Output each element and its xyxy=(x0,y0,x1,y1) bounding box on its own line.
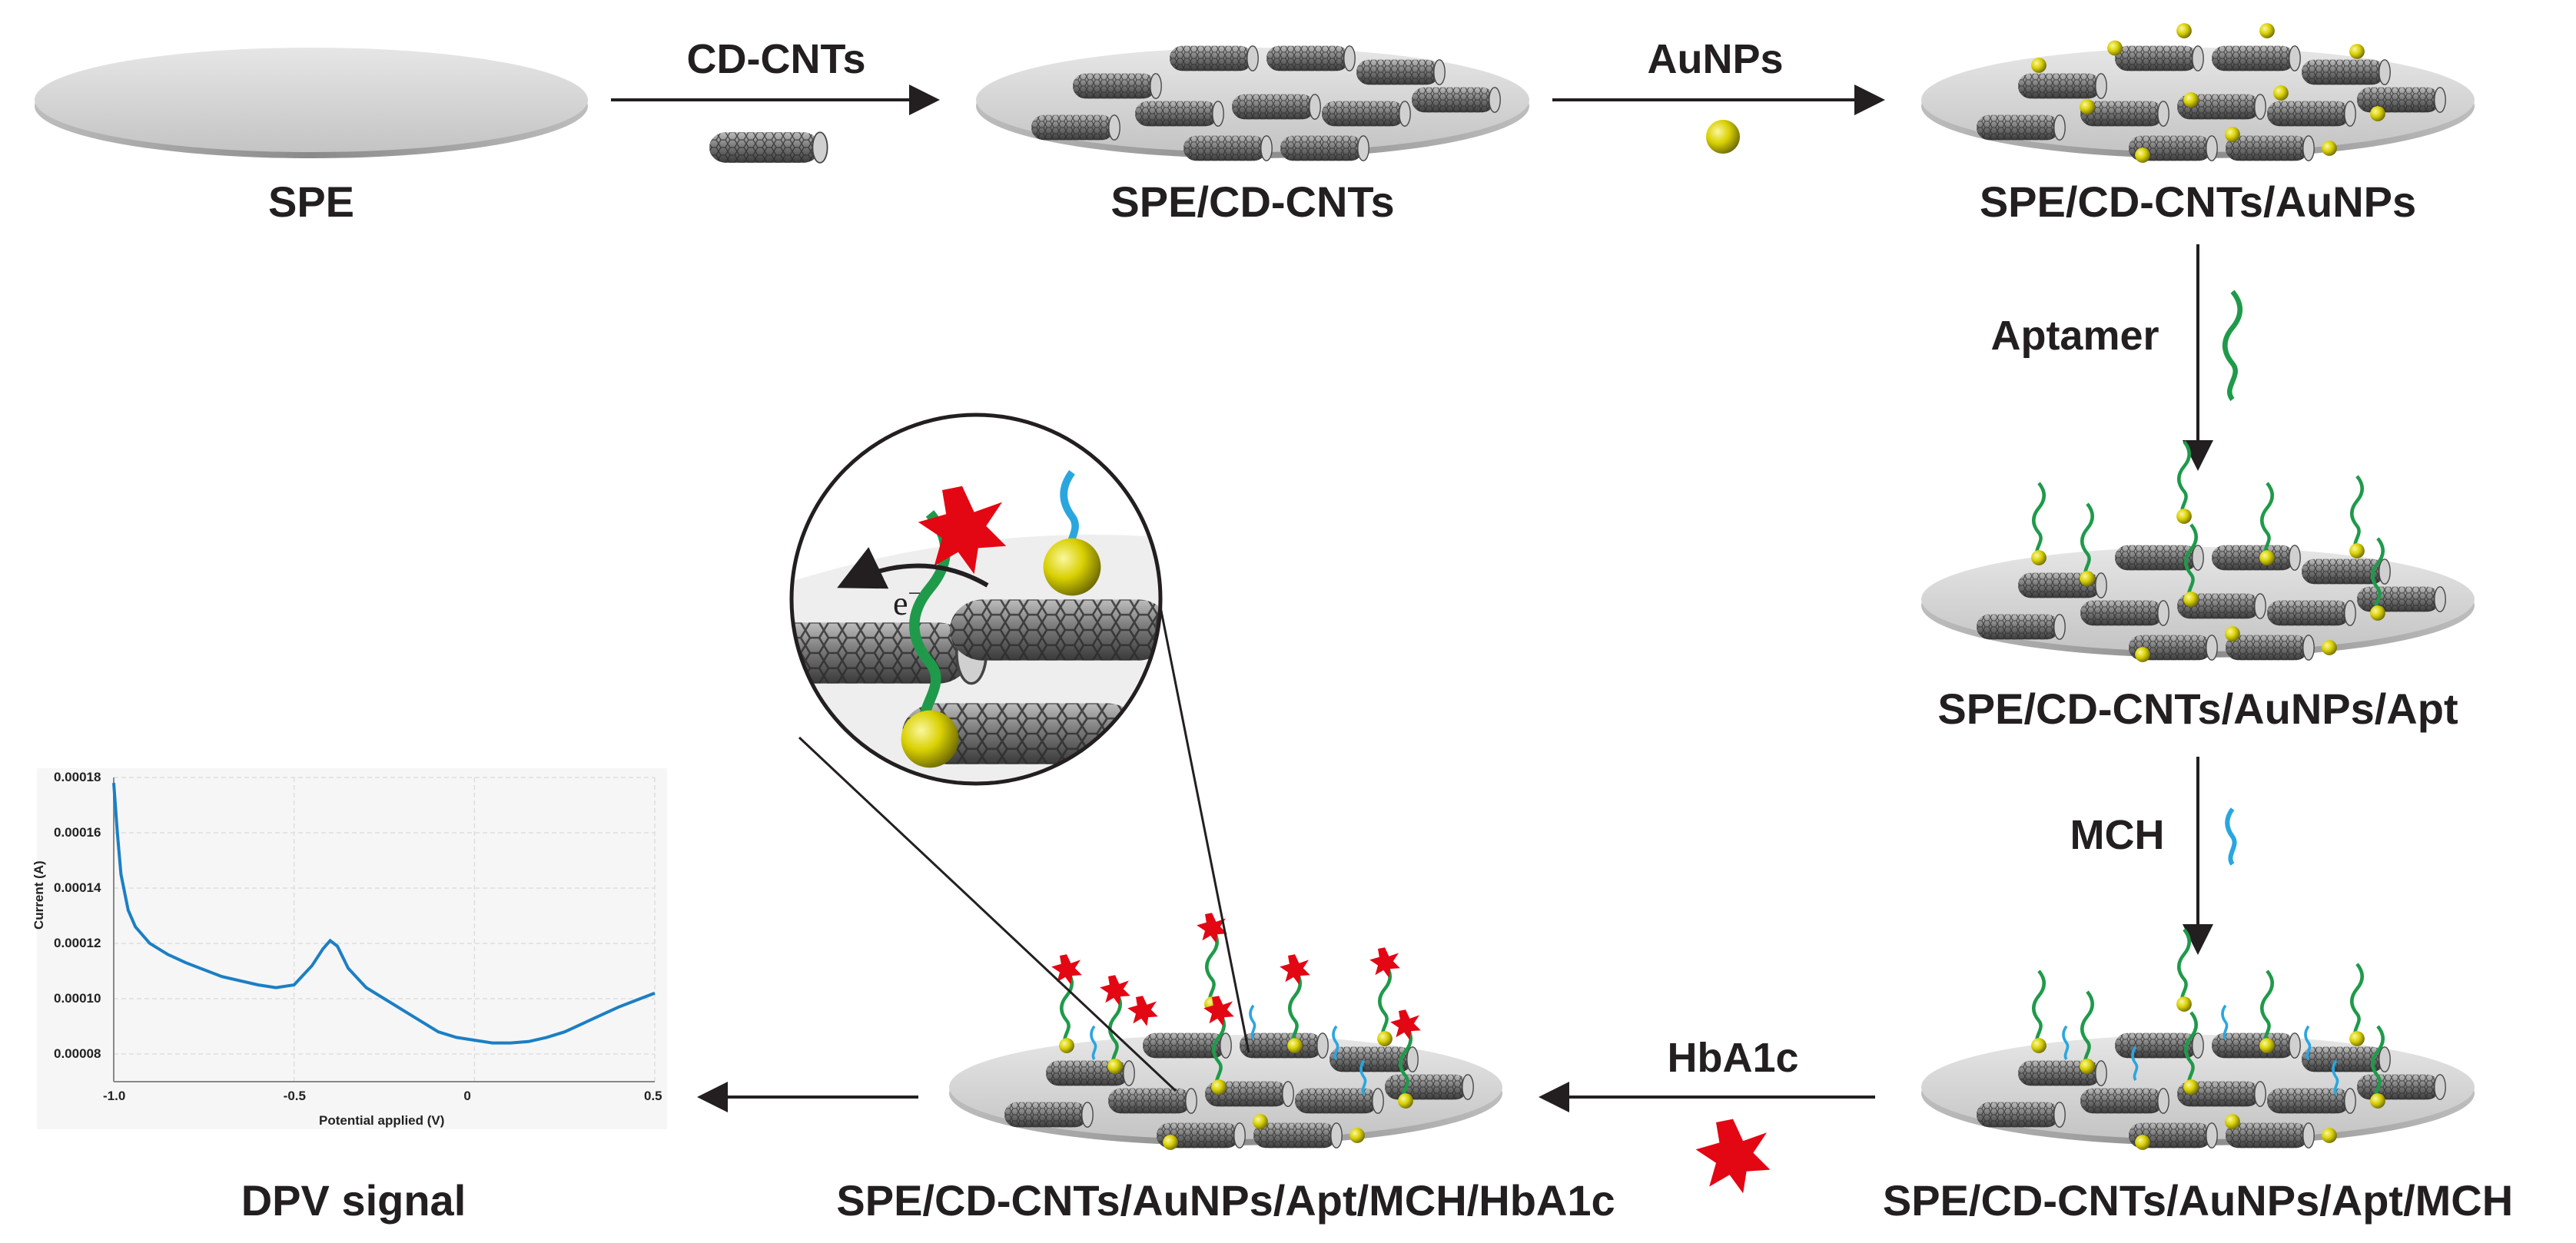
spe-cdcnts-electrode xyxy=(976,45,1529,161)
chart-x-axis-label: Potential applied (V) xyxy=(319,1113,445,1128)
mch-reagent-icon xyxy=(2227,809,2234,864)
zoom-line-right xyxy=(1155,587,1250,1053)
chart-y-tick-label: 0.00018 xyxy=(54,770,101,784)
label-spe-cdcnts-aunps: SPE/CD-CNTs/AuNPs xyxy=(1979,177,2417,226)
chart-y-tick-label: 0.00010 xyxy=(54,991,101,1006)
spe-apt-electrode xyxy=(1921,442,2475,662)
dpv-series-line xyxy=(112,783,656,1045)
cnt-reagent-icon xyxy=(709,131,828,164)
step-label-mch: MCH xyxy=(2070,812,2165,858)
zoom-gold-np-2 xyxy=(901,710,959,768)
label-spe: SPE xyxy=(267,177,355,226)
chart-y-tick-label: 0.00014 xyxy=(54,880,101,895)
aptamer-reagent-icon xyxy=(2225,292,2240,399)
hba1c-reagent-icon xyxy=(1695,1119,1771,1194)
spe-mch-electrode xyxy=(1921,930,2475,1150)
label-spe-cdcnts: SPE/CD-CNTs xyxy=(1110,177,1395,226)
zoom-gold-np-1 xyxy=(1043,538,1101,596)
zoom-line-left xyxy=(798,736,1177,1092)
chart-x-tick-label: -1.0 xyxy=(103,1089,126,1103)
label-spe-mch: SPE/CD-CNTs/AuNPs/Apt/MCH xyxy=(1882,1176,2514,1225)
chart-x-tick-label: 0 xyxy=(463,1089,471,1103)
chart-x-tick-label: -0.5 xyxy=(283,1089,306,1103)
label-spe-hba1c: SPE/CD-CNTs/AuNPs/Apt/MCH/HbA1c xyxy=(836,1176,1615,1225)
step-label-aptamer: Aptamer xyxy=(1990,313,2159,359)
chart-y-tick-label: 0.00016 xyxy=(54,825,101,840)
electron-transfer-arrow xyxy=(837,547,989,589)
electron-label: e− xyxy=(893,581,921,622)
step-label-cdcnts: CD-CNTs xyxy=(686,36,866,82)
label-dpv-signal: DPV signal xyxy=(241,1176,466,1225)
spe-cdcnts-aunps-electrode xyxy=(1921,23,2475,163)
step-label-hba1c: HbA1c xyxy=(1667,1035,1799,1081)
step-label-aunps: AuNPs xyxy=(1647,36,1784,82)
chart-x-tick-label: 0.5 xyxy=(644,1089,662,1103)
gold-nanoparticle-icon xyxy=(1706,120,1740,154)
chart-y-axis-label: Current (A) xyxy=(32,860,46,930)
chart-y-tick-label: 0.00012 xyxy=(54,936,101,950)
dpv-chart xyxy=(37,768,667,1129)
spe-hba1c-electrode xyxy=(949,913,1502,1150)
label-spe-apt: SPE/CD-CNTs/AuNPs/Apt xyxy=(1937,684,2458,733)
chart-y-tick-label: 0.00008 xyxy=(54,1046,101,1061)
zoom-inset: e− xyxy=(789,413,1163,786)
spe-electrode xyxy=(35,48,588,158)
